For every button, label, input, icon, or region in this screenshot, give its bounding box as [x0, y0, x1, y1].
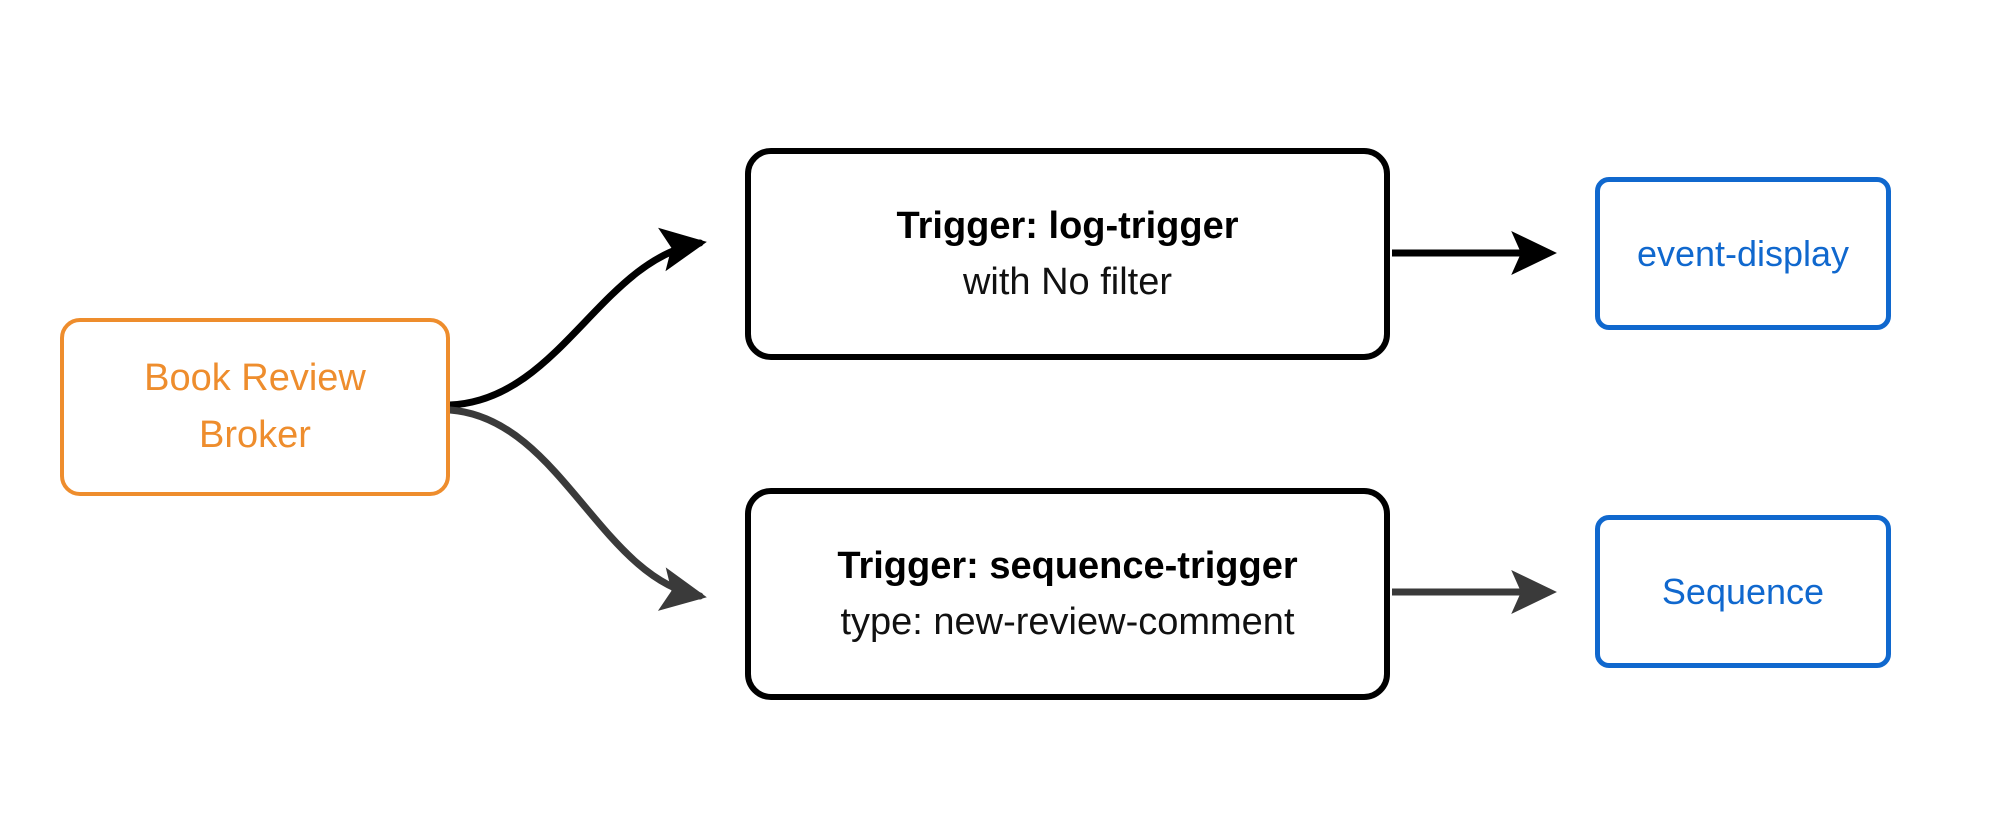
log-trigger-subtitle: with No filter: [962, 261, 1173, 303]
node-event-display[interactable]: event-display: [1595, 177, 1891, 330]
node-sequence-trigger[interactable]: Trigger: sequence-trigger type: new-revi…: [745, 488, 1390, 700]
edge-broker-to-log-trigger: [446, 227, 707, 409]
edge-broker-to-sequence-trigger: [446, 406, 707, 611]
node-sequence[interactable]: Sequence: [1595, 515, 1891, 668]
sequence-trigger-title: Trigger: sequence-trigger: [837, 545, 1298, 587]
sequence-trigger-subtitle: type: new-review-comment: [840, 601, 1295, 643]
event-display-label: event-display: [1636, 232, 1850, 274]
sequence-label: Sequence: [1661, 570, 1825, 612]
broker-label-line1: Book Review: [144, 357, 366, 399]
log-trigger-title: Trigger: log-trigger: [896, 205, 1239, 247]
broker-label-line2: Broker: [199, 414, 311, 456]
node-log-trigger[interactable]: Trigger: log-trigger with No filter: [745, 148, 1390, 360]
node-book-review-broker[interactable]: Book Review Broker: [60, 318, 450, 496]
